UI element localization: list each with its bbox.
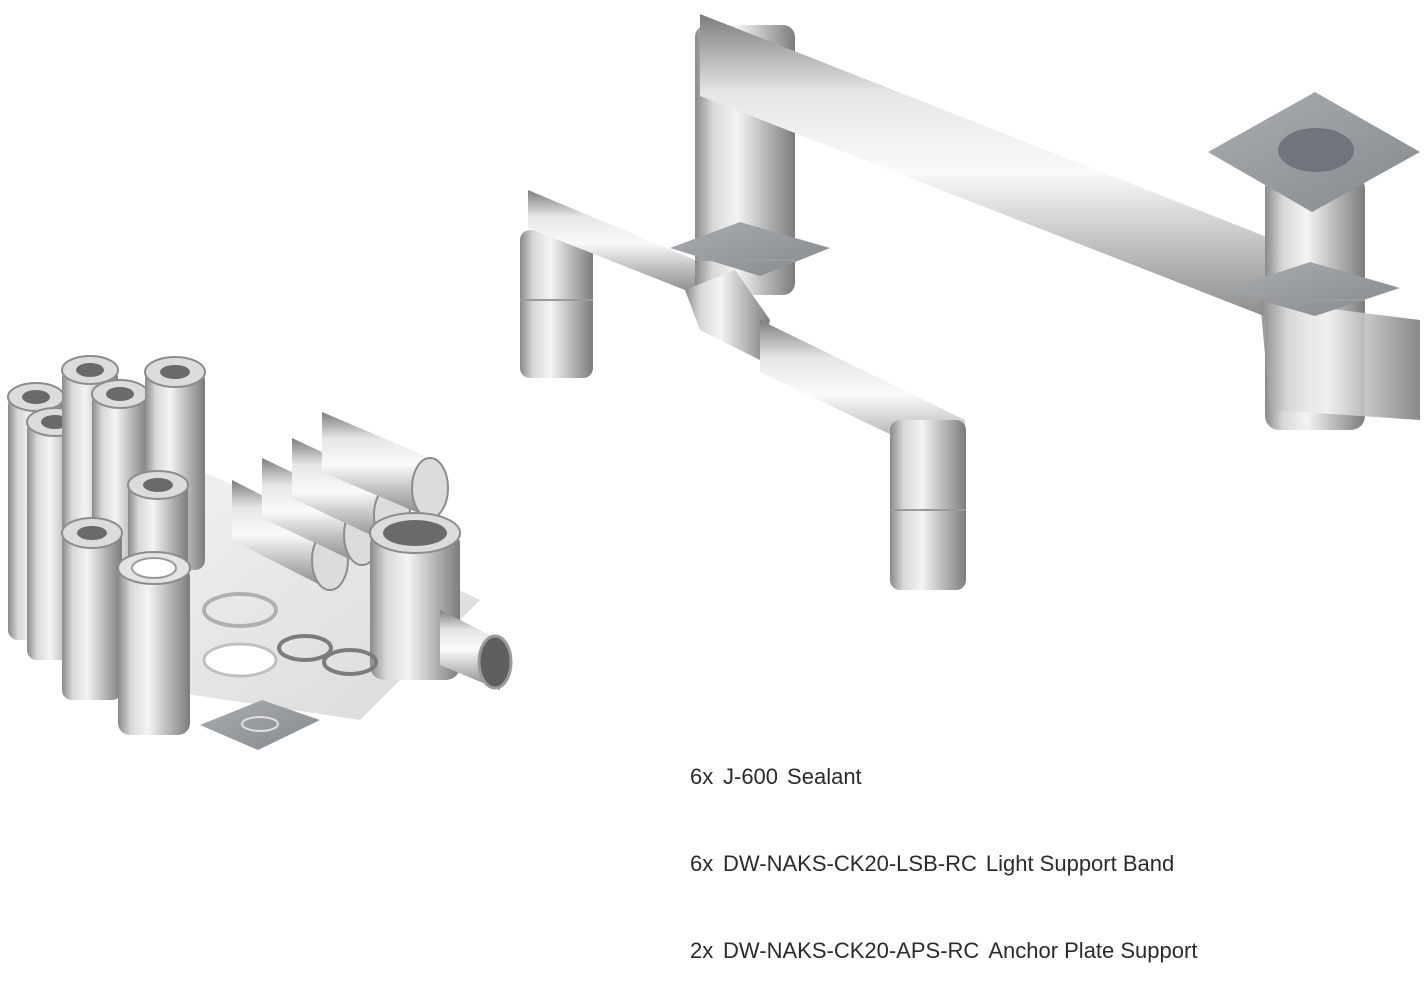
left-leg-pipe bbox=[520, 230, 593, 378]
tee-fitting bbox=[369, 512, 513, 690]
top-horizontal-pipe bbox=[700, 14, 1300, 330]
right-elbow-pipe bbox=[1260, 300, 1420, 420]
parts-list-item: 6x DW-NAKS-CK20-LSB-RC Light Support Band bbox=[690, 849, 1197, 878]
part-code: DW-NAKS-CK20-LSB-RC bbox=[723, 851, 977, 876]
part-description: Sealant bbox=[787, 764, 862, 789]
support-bands-and-rings bbox=[202, 592, 378, 678]
parts-list-item: 2x DW-NAKS-CK20-APS-RC Anchor Plate Suppor… bbox=[690, 936, 1197, 965]
chimney-kit-illustration bbox=[7, 14, 1420, 750]
part-description: Light Support Band bbox=[985, 851, 1175, 876]
lower-leg-pipe bbox=[890, 420, 966, 590]
part-code: J-600 bbox=[723, 764, 779, 789]
horizontal-pipe-sections bbox=[232, 412, 449, 591]
left-support-plate bbox=[670, 222, 830, 276]
kit-components bbox=[7, 355, 513, 750]
vertical-pipe-sections bbox=[7, 355, 206, 735]
roof-plate-opening bbox=[1278, 128, 1354, 172]
anchor-plate-ring bbox=[241, 716, 279, 732]
assembled-chimney-run bbox=[520, 14, 1420, 590]
part-quantity: 6x bbox=[690, 851, 714, 876]
right-mid-plate bbox=[1225, 262, 1400, 316]
part-quantity: 2x bbox=[690, 938, 714, 963]
joint-bands bbox=[520, 259, 1365, 511]
part-description: Anchor Plate Support bbox=[988, 938, 1198, 963]
left-arm-pipe bbox=[528, 190, 700, 296]
anchor-plate bbox=[200, 700, 320, 750]
tee-connector-pipe bbox=[685, 270, 770, 360]
part-code: DW-NAKS-CK20-APS-RC bbox=[723, 938, 980, 963]
parts-list-item: 6x J-600 Sealant bbox=[690, 762, 1197, 791]
part-quantity: 6x bbox=[690, 764, 714, 789]
